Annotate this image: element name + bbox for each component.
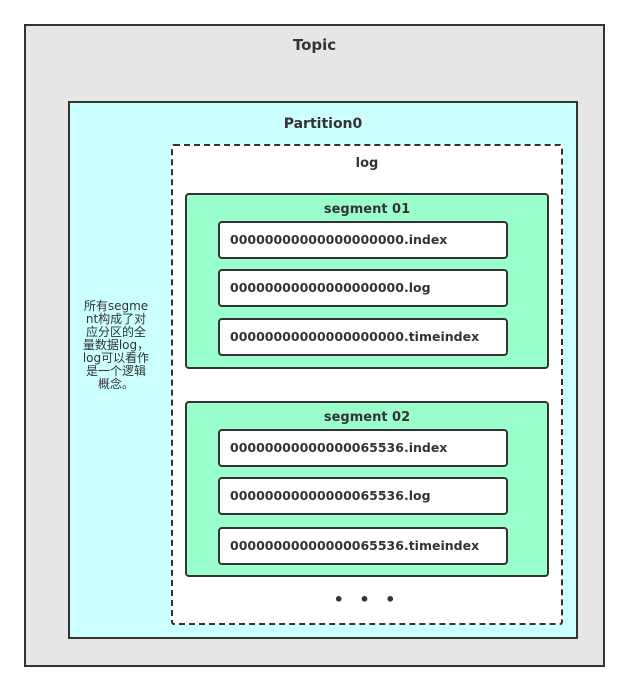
log-title: log xyxy=(355,156,379,171)
segment-01-log-file: 00000000000000000000.log xyxy=(218,269,508,307)
segment-01-timeindex-file: 00000000000000000000.timeindex xyxy=(218,318,508,356)
segment-01-index-file: 00000000000000000000.index xyxy=(218,221,508,259)
segment-02-title: segment 02 xyxy=(323,410,411,425)
topic-title: Topic xyxy=(292,36,337,54)
partition-title: Partition0 xyxy=(283,116,363,132)
segment-02-timeindex-file: 00000000000000065536.timeindex xyxy=(218,527,508,565)
segment-02-log-file: 00000000000000065536.log xyxy=(218,477,508,515)
segment-01-title: segment 01 xyxy=(323,202,411,217)
segment-02-index-file: 00000000000000065536.index xyxy=(218,429,508,467)
note-text: 所有segment构成了对应分区的全量数据log，log可以看作是一个逻辑概念。 xyxy=(82,299,150,391)
more-segments-ellipsis: • • • xyxy=(333,590,401,609)
